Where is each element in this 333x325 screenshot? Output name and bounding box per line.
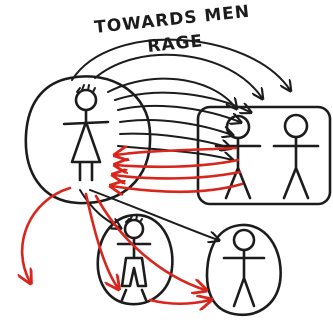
lone-figure	[224, 230, 264, 306]
red-arrow-down-left	[22, 188, 70, 282]
lower-circle-1	[98, 215, 173, 304]
title-line-1: TOWARDS MEN	[93, 2, 251, 38]
pants-figure	[118, 216, 150, 300]
self-figure	[64, 85, 108, 180]
title-line-2: RAGE	[146, 31, 204, 57]
black-arrows-to-men	[72, 40, 290, 160]
lines-to-lower-figures	[80, 190, 218, 304]
man-figure-right	[274, 115, 318, 198]
